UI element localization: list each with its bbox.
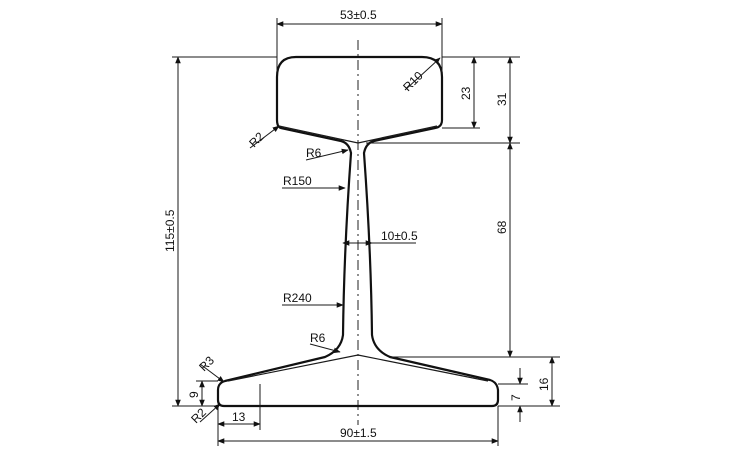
foot-construction-line bbox=[227, 354, 489, 382]
foot-edge-height-label: 9 bbox=[187, 391, 201, 398]
leader-r6-top bbox=[305, 148, 349, 161]
leader-r6-bottom bbox=[309, 343, 341, 354]
head-height-label: 23 bbox=[459, 86, 473, 100]
r6-bottom-label: R6 bbox=[310, 331, 326, 345]
r10-label: R10 bbox=[400, 68, 426, 94]
r6-top-label: R6 bbox=[306, 146, 322, 160]
r150-label: R150 bbox=[283, 174, 312, 188]
web-thickness-label: 10±0.5 bbox=[381, 229, 418, 243]
r2-foot-label: R2 bbox=[188, 405, 209, 426]
leader-r2-head bbox=[249, 125, 280, 149]
foot-height-label: 16 bbox=[537, 377, 551, 391]
head-construction-line bbox=[278, 125, 438, 144]
leader-r3 bbox=[199, 363, 225, 383]
rail-outline bbox=[216, 55, 500, 408]
head-total-label: 31 bbox=[495, 92, 509, 106]
top-width-label: 53±0.5 bbox=[340, 8, 377, 22]
r240-label: R240 bbox=[283, 291, 312, 305]
web-height-label: 68 bbox=[495, 220, 509, 234]
leader-r10 bbox=[404, 57, 441, 91]
foot-edge-width-label: 13 bbox=[232, 410, 246, 424]
base-width-label: 90±1.5 bbox=[340, 426, 377, 440]
total-height-label: 115±0.5 bbox=[163, 209, 177, 252]
leader-r2-foot bbox=[199, 403, 221, 423]
foot-tip-height-label: 7 bbox=[509, 394, 523, 401]
r3-label: R3 bbox=[196, 353, 217, 374]
r2-head-label: R2 bbox=[246, 129, 267, 150]
